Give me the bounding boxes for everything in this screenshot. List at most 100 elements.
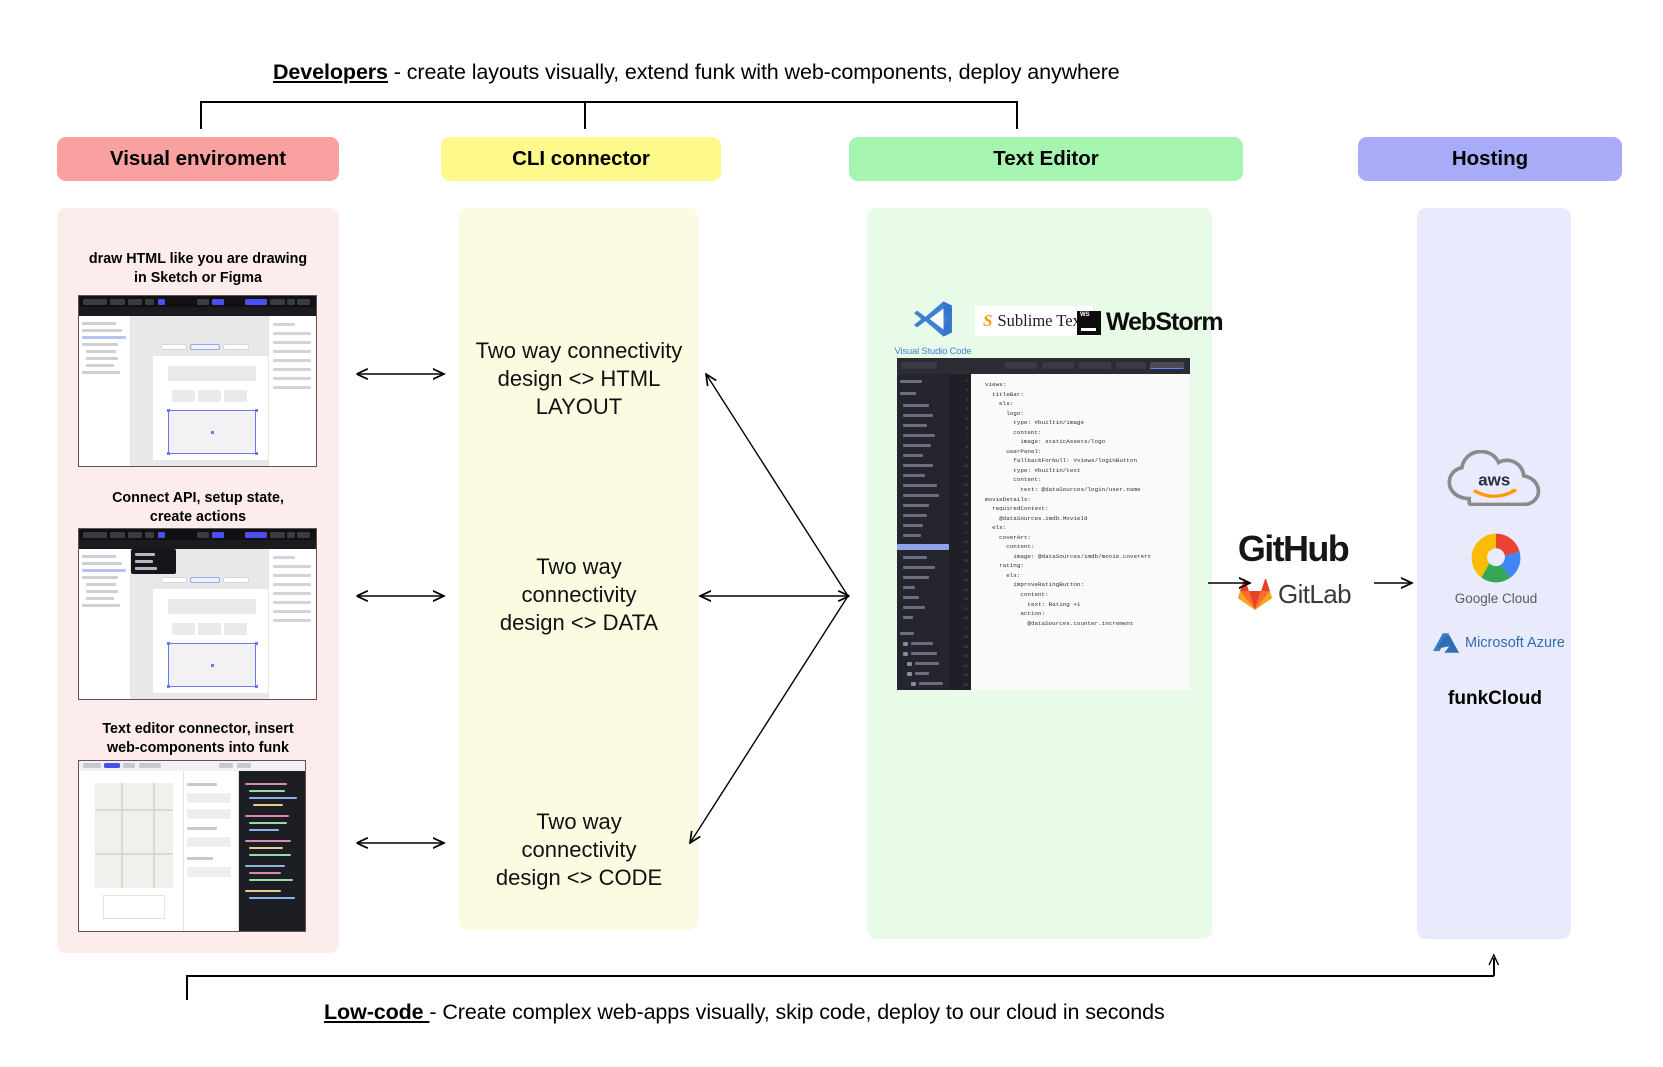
top-caption-bold: Developers [273, 60, 388, 84]
shot2-ctx-item-text-input[interactable] [135, 567, 157, 570]
code-editor-tab[interactable] [1116, 362, 1146, 369]
tree-row[interactable] [903, 616, 913, 619]
tree-row[interactable] [903, 414, 933, 417]
line-number: 13 [963, 494, 968, 498]
shot3-code-line [245, 865, 285, 868]
line-number: 19 [963, 551, 968, 555]
svg-text:aws: aws [1478, 470, 1510, 489]
code-editor-tab[interactable] [1079, 362, 1111, 369]
shot2-handle[interactable] [210, 663, 214, 667]
tree-row[interactable] [903, 434, 935, 437]
code-editor-screenshot[interactable]: 1 2 3 4 5 6 7 8 9 10 11 12 13 14 15 16 1… [897, 358, 1190, 690]
tree-row[interactable] [915, 672, 929, 675]
shot2-prop-row [273, 556, 295, 559]
shot2-btn-hld [212, 531, 224, 538]
shot2-tab-active[interactable] [190, 577, 220, 583]
shot3-map-road [95, 853, 173, 855]
tree-row[interactable] [903, 556, 927, 559]
tree-row[interactable] [900, 392, 916, 395]
column-header-cli[interactable]: CLI connector [441, 137, 721, 181]
tree-row[interactable] [903, 534, 921, 537]
shot2-tab[interactable] [223, 577, 249, 583]
tree-row[interactable] [903, 596, 919, 599]
code-editor-tab[interactable] [901, 362, 937, 369]
shot1-tree-row [82, 343, 118, 346]
tree-row[interactable] [903, 566, 935, 569]
code-editor-tab[interactable] [1005, 362, 1037, 369]
tree-row[interactable] [903, 504, 929, 507]
logo-microsoft-azure: Microsoft Azure [1433, 632, 1565, 654]
top-bracket-stem-mid [584, 101, 586, 129]
code-editor-tab-active[interactable] [1150, 362, 1184, 369]
shot1-handle[interactable] [166, 408, 170, 412]
line-number: 10 [963, 465, 968, 469]
line-number: 4 [965, 408, 968, 412]
tree-row[interactable] [900, 632, 914, 635]
shot2-subbar [79, 540, 316, 549]
code-editor-file-tree[interactable] [897, 374, 949, 690]
shot1-tab[interactable] [161, 344, 187, 350]
shot2-handle[interactable] [254, 641, 258, 645]
tree-row[interactable] [903, 576, 929, 579]
arrow-cli-editor-top [706, 374, 849, 597]
tree-row[interactable] [903, 494, 939, 497]
tree-row[interactable] [903, 586, 915, 589]
code-editor-text-area[interactable]: views: titleBar: els: logo: type: #built… [971, 374, 1190, 690]
column-body-cli [459, 208, 698, 930]
shot1-handle[interactable] [254, 451, 258, 455]
shot3-btn-tool [237, 763, 251, 768]
tree-row[interactable] [903, 464, 933, 467]
tree-row[interactable] [903, 484, 937, 487]
tree-row[interactable] [919, 682, 943, 685]
tree-row[interactable] [903, 444, 931, 447]
shot2-ctx-item-element[interactable] [135, 553, 155, 556]
tree-row[interactable] [903, 474, 925, 477]
shot2-handle[interactable] [166, 641, 170, 645]
tree-row[interactable] [903, 404, 929, 407]
shot2-left-panel [79, 549, 131, 699]
tree-row[interactable] [911, 642, 933, 645]
visual-screenshot-3[interactable] [78, 760, 306, 932]
shot3-code-panel[interactable] [239, 771, 305, 931]
tree-row[interactable] [903, 454, 923, 457]
column-header-hosting-label: Hosting [1451, 147, 1529, 170]
column-header-visual[interactable]: Visual enviroment [57, 137, 339, 181]
code-editor-tab[interactable] [1042, 362, 1074, 369]
tree-row-selected[interactable] [897, 544, 949, 550]
shot1-handle[interactable] [210, 430, 214, 434]
shot2-ctx-item-button[interactable] [135, 560, 153, 563]
folder-icon [903, 642, 908, 646]
shot1-btn-canvas [245, 298, 267, 305]
visual-screenshot-1[interactable] [78, 295, 317, 467]
shot1-handle[interactable] [166, 451, 170, 455]
shot2-context-menu[interactable] [131, 549, 176, 574]
shot3-mid-row [187, 857, 213, 860]
tree-row[interactable] [911, 652, 937, 655]
line-number: 21 [963, 570, 968, 574]
shot2-tab[interactable] [161, 577, 187, 583]
tree-row[interactable] [903, 524, 923, 527]
shot1-handle[interactable] [254, 408, 258, 412]
tree-row[interactable] [903, 514, 927, 517]
line-number: 6 [965, 427, 968, 431]
vscode-icon [914, 301, 952, 337]
shot1-tree-row [86, 357, 118, 360]
column-header-hosting[interactable]: Hosting [1358, 137, 1622, 181]
shot3-mid-row [187, 837, 231, 847]
shot1-tab[interactable] [223, 344, 249, 350]
tree-row[interactable] [900, 380, 922, 383]
tree-row[interactable] [903, 424, 927, 427]
top-caption-rest: - create layouts visually, extend funk w… [387, 60, 1120, 84]
logo-github: GitHub [1228, 528, 1358, 570]
visual-screenshot-2[interactable] [78, 528, 317, 700]
shot1-tab-active[interactable] [190, 344, 220, 350]
column-header-editor[interactable]: Text Editor [849, 137, 1243, 181]
tree-row[interactable] [915, 662, 939, 665]
gitlab-icon [1238, 578, 1272, 610]
google-cloud-label: Google Cloud [1454, 591, 1538, 606]
shot2-handle[interactable] [254, 684, 258, 688]
shot2-handle[interactable] [166, 684, 170, 688]
tree-row[interactable] [903, 606, 925, 609]
shot1-btn-undo [128, 298, 142, 305]
